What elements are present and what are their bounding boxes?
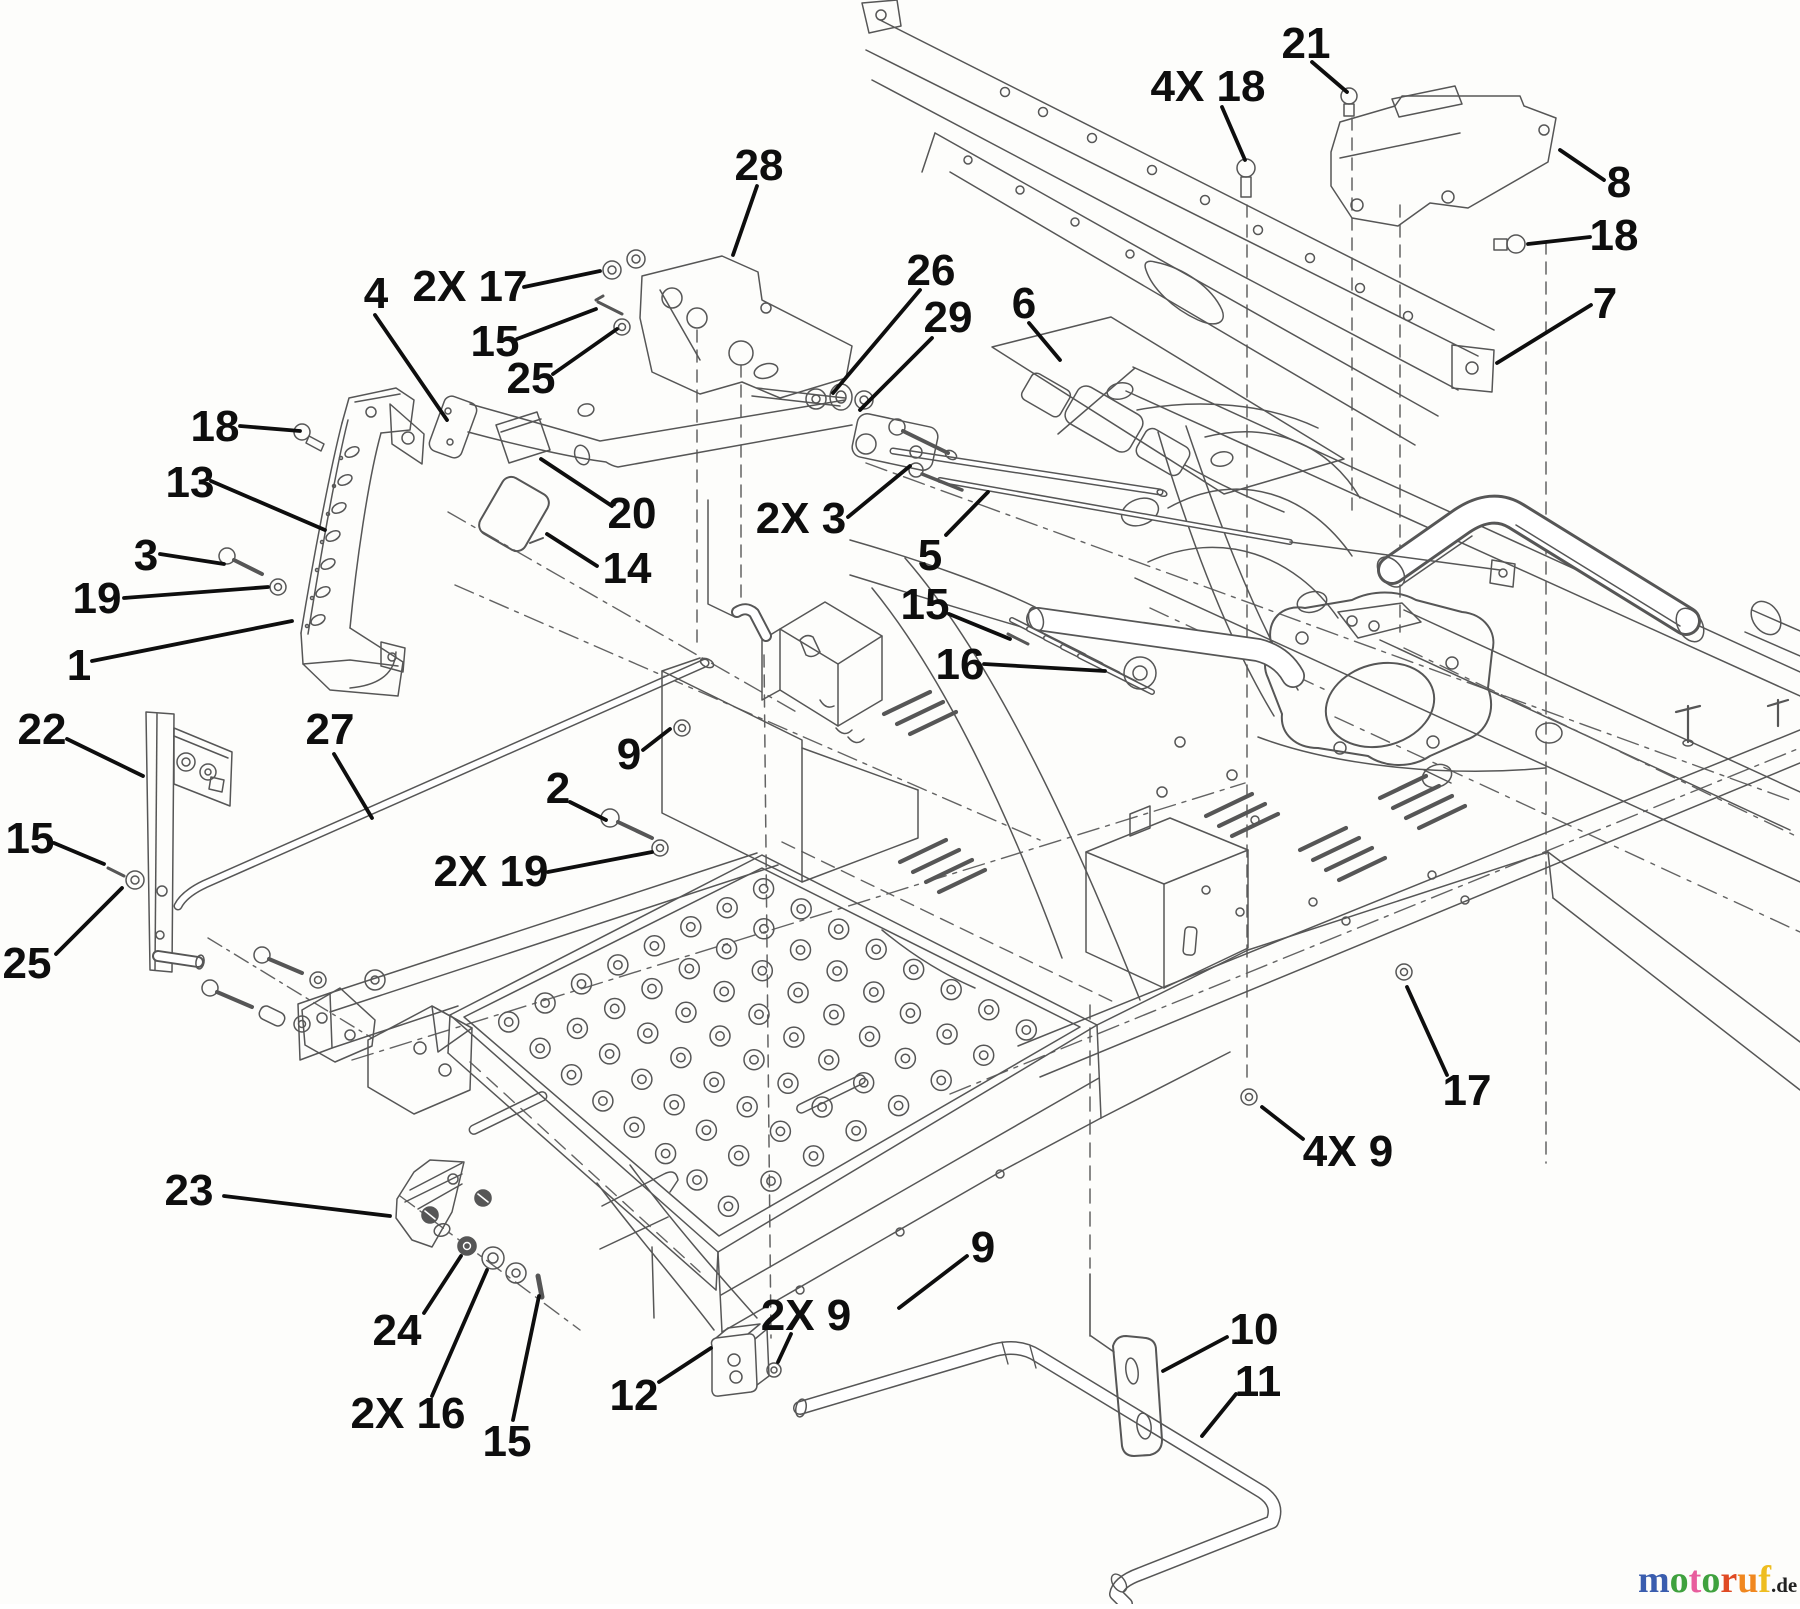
svg-text:24: 24 bbox=[373, 1306, 422, 1355]
svg-text:28: 28 bbox=[735, 141, 784, 190]
svg-text:2X 19: 2X 19 bbox=[434, 847, 549, 896]
svg-text:18: 18 bbox=[191, 402, 240, 451]
svg-text:26: 26 bbox=[907, 246, 956, 295]
svg-text:4X 18: 4X 18 bbox=[1151, 62, 1266, 111]
svg-text:15: 15 bbox=[901, 580, 950, 629]
svg-text:4: 4 bbox=[364, 269, 389, 318]
svg-text:4X 9: 4X 9 bbox=[1303, 1127, 1394, 1176]
svg-text:29: 29 bbox=[924, 293, 973, 342]
svg-text:8: 8 bbox=[1607, 158, 1631, 207]
svg-text:2X 17: 2X 17 bbox=[413, 262, 528, 311]
svg-text:7: 7 bbox=[1593, 279, 1617, 328]
svg-text:5: 5 bbox=[918, 531, 942, 580]
svg-text:27: 27 bbox=[306, 705, 355, 754]
svg-text:25: 25 bbox=[3, 939, 52, 988]
svg-text:15: 15 bbox=[483, 1417, 532, 1466]
svg-text:25: 25 bbox=[507, 354, 556, 403]
svg-text:6: 6 bbox=[1012, 279, 1036, 328]
svg-text:22: 22 bbox=[18, 705, 67, 754]
svg-text:18: 18 bbox=[1590, 211, 1639, 260]
svg-text:motoruf.de: motoruf.de bbox=[1638, 1559, 1797, 1601]
svg-text:17: 17 bbox=[1443, 1066, 1492, 1115]
svg-text:11: 11 bbox=[1235, 1357, 1282, 1406]
svg-text:9: 9 bbox=[971, 1223, 995, 1272]
svg-text:3: 3 bbox=[134, 531, 158, 580]
svg-text:2: 2 bbox=[546, 764, 570, 813]
svg-text:14: 14 bbox=[603, 544, 652, 593]
svg-text:12: 12 bbox=[610, 1371, 659, 1420]
svg-text:15: 15 bbox=[471, 317, 520, 366]
svg-text:9: 9 bbox=[617, 730, 641, 779]
svg-text:2X 9: 2X 9 bbox=[761, 1291, 852, 1340]
svg-text:13: 13 bbox=[166, 458, 215, 507]
svg-text:23: 23 bbox=[165, 1166, 214, 1215]
svg-text:19: 19 bbox=[73, 574, 122, 623]
svg-text:20: 20 bbox=[608, 489, 657, 538]
svg-text:2X 16: 2X 16 bbox=[351, 1389, 466, 1438]
svg-text:1: 1 bbox=[67, 641, 91, 690]
svg-text:10: 10 bbox=[1230, 1305, 1279, 1354]
svg-text:16: 16 bbox=[936, 640, 985, 689]
svg-text:15: 15 bbox=[6, 814, 55, 863]
svg-text:2X 3: 2X 3 bbox=[756, 494, 847, 543]
svg-text:21: 21 bbox=[1282, 19, 1331, 68]
